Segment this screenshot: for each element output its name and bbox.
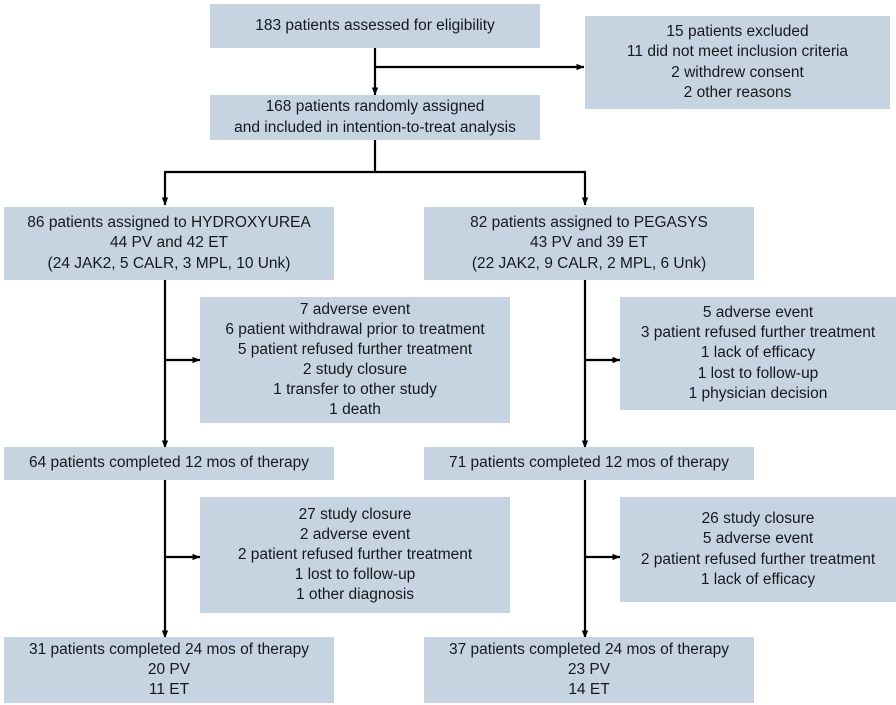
node-arm-hydroxyurea: 86 patients assigned to HYDROXYUREA 44 P… (4, 207, 334, 280)
node-line: 2 study closure (302, 361, 408, 378)
node-line: 27 study closure (298, 505, 412, 523)
node-line: 31 patients completed 24 mos of therapy (28, 640, 310, 658)
node-line: 2 other reasons (683, 83, 792, 101)
node-line: 14 ET (568, 681, 610, 699)
node-line: 7 adverse event (299, 300, 411, 318)
node-line: 2 adverse event (299, 525, 411, 543)
node-patients-excluded: 15 patients excluded 11 did not meet inc… (585, 16, 890, 109)
node-line: 20 PV (147, 660, 191, 678)
node-line: 2 patient refused further treatment (237, 545, 473, 563)
node-randomly-assigned: 168 patients randomly assigned and inclu… (210, 95, 540, 140)
node-line: 11 ET (148, 681, 190, 699)
node-line: 11 did not meet inclusion criteria (626, 43, 849, 61)
node-completed-24-mos-right: 37 patients completed 24 mos of therapy … (424, 637, 754, 703)
node-line: 82 patients assigned to PEGASYS (470, 214, 708, 232)
node-line: 1 lost to follow-up (294, 566, 416, 584)
node-line: 5 adverse event (702, 530, 814, 548)
node-line: 15 patients excluded (666, 23, 809, 41)
node-assessed-for-eligibility: 183 patients assessed for eligibility (210, 4, 540, 48)
node-line: 23 PV (567, 660, 611, 678)
node-line: 71 patients completed 12 mos of therapy (448, 454, 730, 472)
node-line: 26 study closure (701, 510, 815, 528)
node-line: 2 withdrew consent (671, 63, 804, 81)
node-line: 1 physician decision (688, 384, 828, 402)
node-line: 1 other diagnosis (295, 586, 415, 604)
node-line: 6 patient withdrawal prior to treatment (225, 320, 485, 338)
node-dropouts-right-first-period: 5 adverse event 3 patient refused furthe… (620, 297, 896, 410)
node-line: 43 PV and 39 ET (529, 234, 649, 252)
node-line: 86 patients assigned to HYDROXYUREA (27, 214, 311, 232)
node-line: 64 patients completed 12 mos of therapy (28, 454, 310, 472)
node-line: 1 lack of efficacy (700, 344, 816, 362)
node-line: (22 JAK2, 9 CALR, 2 MPL, 6 Unk) (471, 254, 707, 272)
node-dropouts-left-second-period: 27 study closure 2 adverse event 2 patie… (200, 497, 510, 613)
node-arm-pegasys: 82 patients assigned to PEGASYS 43 PV an… (424, 207, 754, 280)
node-line: and included in intention-to-treat analy… (234, 118, 516, 136)
node-line: 1 death (329, 401, 381, 419)
node-completed-12-mos-left: 64 patients completed 12 mos of therapy (4, 447, 334, 480)
node-completed-12-mos-right: 71 patients completed 12 mos of therapy (424, 447, 754, 480)
node-line: 183 patients assessed for eligibility (255, 16, 495, 34)
node-line: 44 PV and 42 ET (109, 234, 229, 252)
node-line: 1 lack of efficacy (700, 570, 816, 588)
node-line: 5 adverse event (702, 304, 814, 322)
node-line: 1 transfer to other study (273, 381, 437, 399)
node-dropouts-left-first-period: 7 adverse event 6 patient withdrawal pri… (200, 297, 510, 423)
node-line: (24 JAK2, 5 CALR, 3 MPL, 10 Unk) (47, 254, 291, 272)
node-completed-24-mos-left: 31 patients completed 24 mos of therapy … (4, 637, 334, 703)
node-dropouts-right-second-period: 26 study closure 5 adverse event 2 patie… (620, 497, 896, 602)
node-line: 3 patient refused further treatment (640, 324, 876, 342)
node-line: 37 patients completed 24 mos of therapy (448, 640, 730, 658)
node-line: 2 patient refused further treatment (640, 550, 876, 568)
node-line: 1 lost to follow-up (697, 364, 819, 382)
node-line: 168 patients randomly assigned (265, 98, 485, 116)
node-line: 5 patient refused further treatment (237, 340, 473, 358)
